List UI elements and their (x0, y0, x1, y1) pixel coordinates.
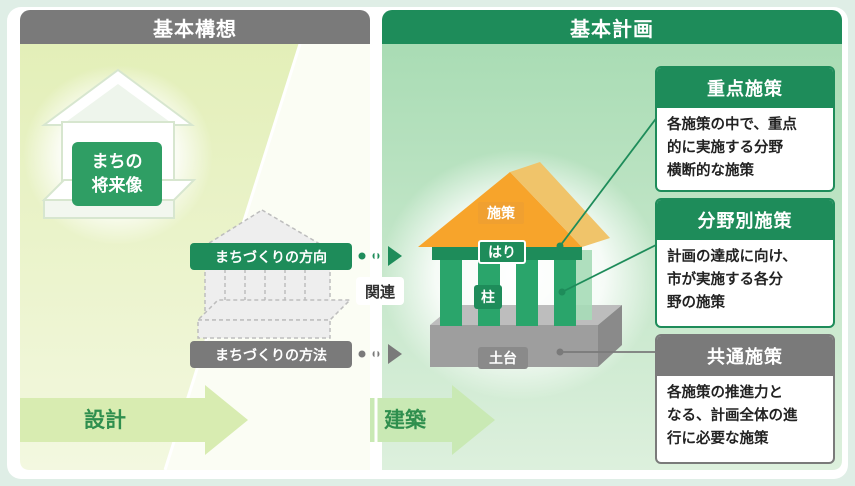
priority-measures-line: 的に実施する分野 (667, 140, 783, 156)
direction-label: まちづくりの方向 (190, 243, 352, 270)
priority-measures-title: 重点施策 (657, 68, 833, 108)
common-measures-line: なる、計画全体の進 (667, 408, 798, 424)
base-label: 土台 (478, 347, 528, 369)
design-label: 設計 (84, 408, 126, 432)
field-measures-title: 分野別施策 (657, 200, 833, 240)
common-measures-card: 共通施策 各施策の推進力と なる、計画全体の進 行に必要な施策 (655, 334, 835, 464)
common-measures-line: 各施策の推進力と (667, 385, 783, 401)
vision-label-line2: 将来像 (91, 176, 143, 196)
field-measures-line: 野の施策 (667, 295, 725, 311)
relation-label: 関連 (356, 277, 404, 305)
vision-label: まちの 将来像 (72, 142, 162, 206)
direction-arrow (358, 246, 402, 266)
roof-label: 施策 (478, 202, 524, 224)
priority-measures-line: 横断的な施策 (667, 163, 754, 179)
beam-label: はり (478, 240, 526, 264)
priority-measures-line: 各施策の中で、重点 (667, 117, 797, 133)
construction-label: 建築 (384, 408, 426, 432)
priority-measures-card: 重点施策 各施策の中で、重点 的に実施する分野 横断的な施策 (655, 66, 835, 192)
common-measures-title: 共通施策 (657, 336, 833, 376)
field-measures-line: 市が実施する各分 (667, 272, 783, 288)
design-arrow (20, 385, 248, 455)
common-measures-line: 行に必要な施策 (667, 431, 769, 447)
method-label: まちづくりの方法 (190, 341, 352, 368)
basic-plan-header: 基本計画 (382, 10, 842, 44)
basic-concept-header: 基本構想 (20, 10, 370, 44)
field-measures-card: 分野別施策 計画の達成に向け、 市が実施する各分 野の施策 (655, 198, 835, 328)
field-measures-line: 計画の達成に向け、 (667, 249, 797, 265)
vision-label-line1: まちの (91, 152, 143, 172)
construction-arrow (370, 385, 495, 455)
pillar-label: 柱 (474, 285, 502, 309)
